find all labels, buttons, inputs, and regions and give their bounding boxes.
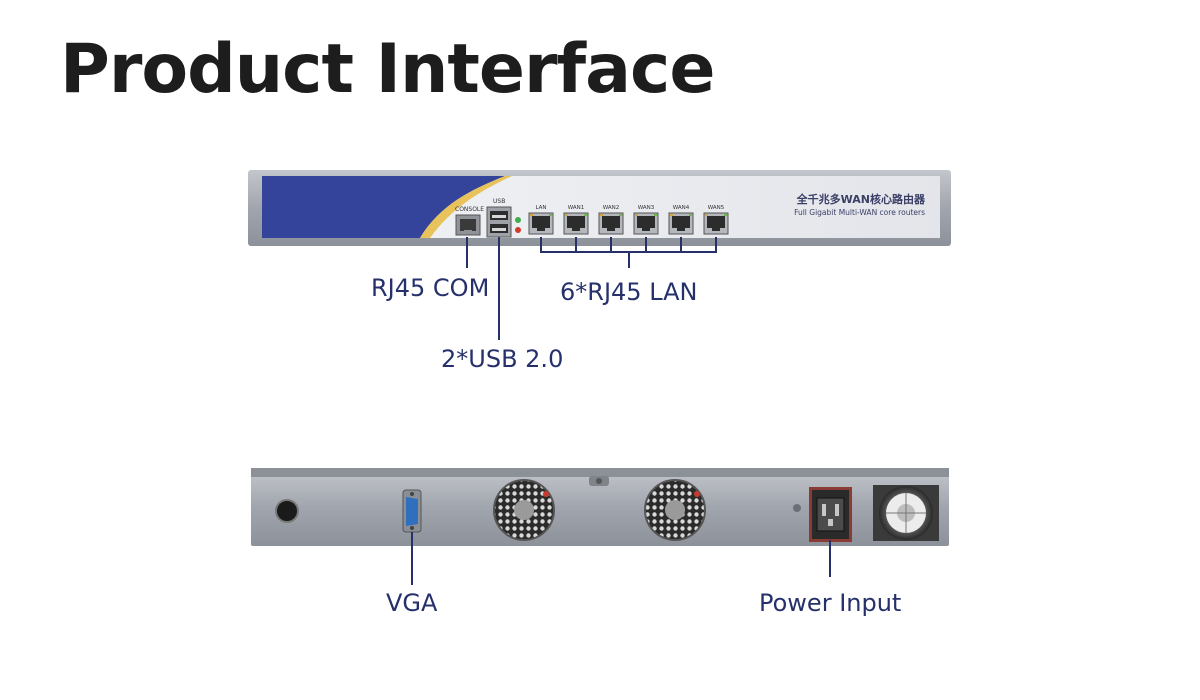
lan-ports: LAN WAN1 WAN2 WAN3 WAN4 WAN5 (528, 205, 729, 235)
brand-title-en: Full Gigabit Multi-WAN core routers (794, 208, 925, 217)
vga-port (402, 489, 422, 533)
page-title: Product Interface (60, 30, 715, 109)
usb-ports (486, 206, 512, 238)
rear-panel (251, 468, 949, 546)
rj45-port (668, 212, 694, 235)
power-input-socket (809, 487, 852, 542)
rear-lid-edge (251, 468, 949, 477)
fan-grille-right (644, 479, 706, 541)
brand-swoosh (262, 176, 505, 238)
port-label: WAN1 (568, 205, 585, 211)
ground-screw (793, 504, 801, 512)
port-label: LAN (535, 205, 546, 211)
hdd-led (515, 227, 521, 233)
power-input-label: Power Input (759, 589, 902, 617)
vga-label: VGA (386, 589, 438, 617)
rj45-port (633, 212, 659, 235)
rear-callout-lines (411, 532, 831, 585)
power-led (515, 217, 521, 223)
psu-fan (873, 485, 939, 541)
rj45-port (703, 212, 729, 235)
rj45-port (598, 212, 624, 235)
usb-label-callout: 2*USB 2.0 (441, 345, 564, 373)
rj45-port (528, 212, 554, 235)
port-label: WAN4 (673, 205, 690, 211)
lan-bracket-ticks (575, 237, 682, 252)
front-panel: CONSOLE USB LAN WAN1 WAN2 WAN3 WAN4 WAN5 全千兆多… (248, 170, 951, 246)
rear-chassis (251, 468, 949, 546)
port-label: WAN2 (603, 205, 620, 211)
console-label: CONSOLE (455, 206, 484, 213)
fan-grille-left (493, 479, 555, 541)
brand-title-cn: 全千兆多WAN核心路由器 (796, 192, 926, 206)
port-label: WAN3 (638, 205, 655, 211)
lan-label: 6*RJ45 LAN (560, 278, 698, 306)
usb-label: USB (493, 198, 505, 205)
rear-round-hole (275, 499, 299, 523)
console-port (455, 214, 481, 236)
rj45-port (563, 212, 589, 235)
rj45-com-label: RJ45 COM (371, 274, 490, 302)
brand-stripe (420, 176, 512, 238)
port-label: WAN5 (708, 205, 725, 211)
front-callout-lines (466, 237, 717, 340)
